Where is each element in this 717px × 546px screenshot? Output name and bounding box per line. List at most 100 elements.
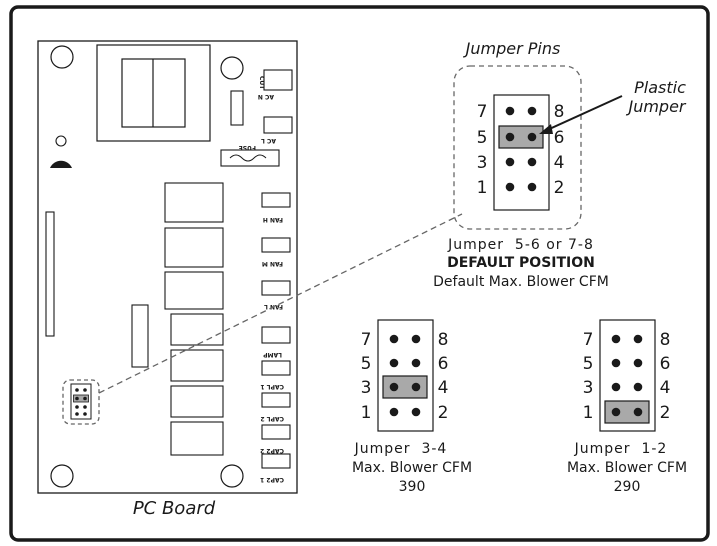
default-jumper-header [493,94,550,211]
pin-number: 1 [477,178,488,198]
default-caption: Jumper 5-6 or 7-8 [447,237,594,253]
cap2-1-connector [261,453,291,469]
jumper-1-2-description: Max. Blower CFM [567,460,687,476]
default-jumper-block: 7 5 3 1 8 6 4 2 [477,94,565,211]
pin [527,182,537,192]
pin [633,358,643,368]
pin [389,407,399,417]
default-jumper-callout [453,65,582,230]
pin-number: 2 [438,403,449,423]
pin [411,358,421,368]
pin-number: 5 [361,354,372,374]
pin-number: 4 [438,378,449,398]
component-block [170,349,224,382]
lamp-connector [261,326,291,344]
jumper-1-2-cfm-value: 290 [614,479,641,495]
pin [611,334,621,344]
cap2-2-connector [261,424,291,440]
plastic-jumper-label-line2: Jumper [625,97,686,116]
fuse-holder [220,149,280,167]
fan-l-connector [261,280,291,296]
pin-number: 7 [583,330,594,350]
fuse-wire [229,154,267,162]
ac-n-label: AC N [258,93,274,100]
jumper-3-4-block: 7 5 3 1 8 6 4 2 [361,319,449,432]
left-connector [45,211,55,337]
mount-hole [50,464,74,488]
pc-board: CUT AC N AC L FUSE FAN H FAN M FAN L LAM… [37,40,298,494]
pin-number: 3 [477,153,488,173]
pin [527,132,537,142]
jumper-3-4-cfm-value: 390 [399,479,426,495]
pin-number: 7 [477,102,488,122]
pin [505,182,515,192]
default-position-label: DEFAULT POSITION [447,255,595,271]
cut-label: CUT [258,76,265,90]
fan-h-connector [261,192,291,208]
pin [411,407,421,417]
jumper-1-2-plastic [604,400,650,424]
led [55,135,67,147]
board-jumper-callout [62,379,100,425]
plastic-jumper-label-line1: Plastic [634,78,686,97]
pin [527,106,537,116]
pin [411,382,421,392]
pin-number: 3 [361,378,372,398]
component-block [164,182,224,223]
small-component [230,90,244,126]
pin [527,157,537,167]
pin-number: 5 [477,128,488,148]
mount-hole [220,464,244,488]
pin-number: 6 [660,354,671,374]
pin-number: 7 [361,330,372,350]
fan-m-connector [261,237,291,253]
pin [633,382,643,392]
pin [633,334,643,344]
mount-hole [50,45,74,69]
pin [611,407,621,417]
pin [611,382,621,392]
component-block [170,385,224,418]
callout-line [98,213,463,394]
board-jumper-header [70,383,92,420]
pin [505,106,515,116]
pin-number: 5 [583,354,594,374]
pin [505,157,515,167]
pin [389,334,399,344]
pin [505,132,515,142]
mount-hole [220,56,244,80]
fuse-label: FUSE [239,144,256,151]
pin [389,358,399,368]
jumper-3-4-plastic [382,375,428,399]
pin [389,382,399,392]
pin-number: 3 [583,378,594,398]
default-plastic-jumper [498,125,544,149]
cap2-2-label: CAP2 2 [260,447,284,454]
fan-h-label: FAN H [263,216,283,223]
pin-number: 6 [554,128,565,148]
component-block [164,227,224,268]
jumper-1-2-caption: Jumper 1-2 [574,441,668,457]
led-base [50,160,72,168]
jumper-pins-title: Jumper Pins [463,39,561,58]
default-description: Default Max. Blower CFM [433,274,609,290]
board-jumper-pins [73,388,89,416]
relay [96,44,211,142]
cap2-1-label: CAP2 1 [260,476,284,483]
pin-number: 1 [583,403,594,423]
component-block [170,313,224,346]
pin-number: 4 [554,153,565,173]
pc-board-label: PC Board [133,498,216,519]
pin-number: 8 [554,102,565,122]
pin-number: 8 [660,330,671,350]
jumper-3-4-caption: Jumper 3-4 [354,441,448,457]
ac-n-connector [263,69,293,91]
pin-number: 8 [438,330,449,350]
pin-number: 2 [554,178,565,198]
component-block [170,421,224,456]
pin [611,358,621,368]
fan-m-label: FAN M [262,260,283,267]
capl-2-label: CAPL 2 [260,415,284,422]
ac-l-connector [263,116,293,134]
